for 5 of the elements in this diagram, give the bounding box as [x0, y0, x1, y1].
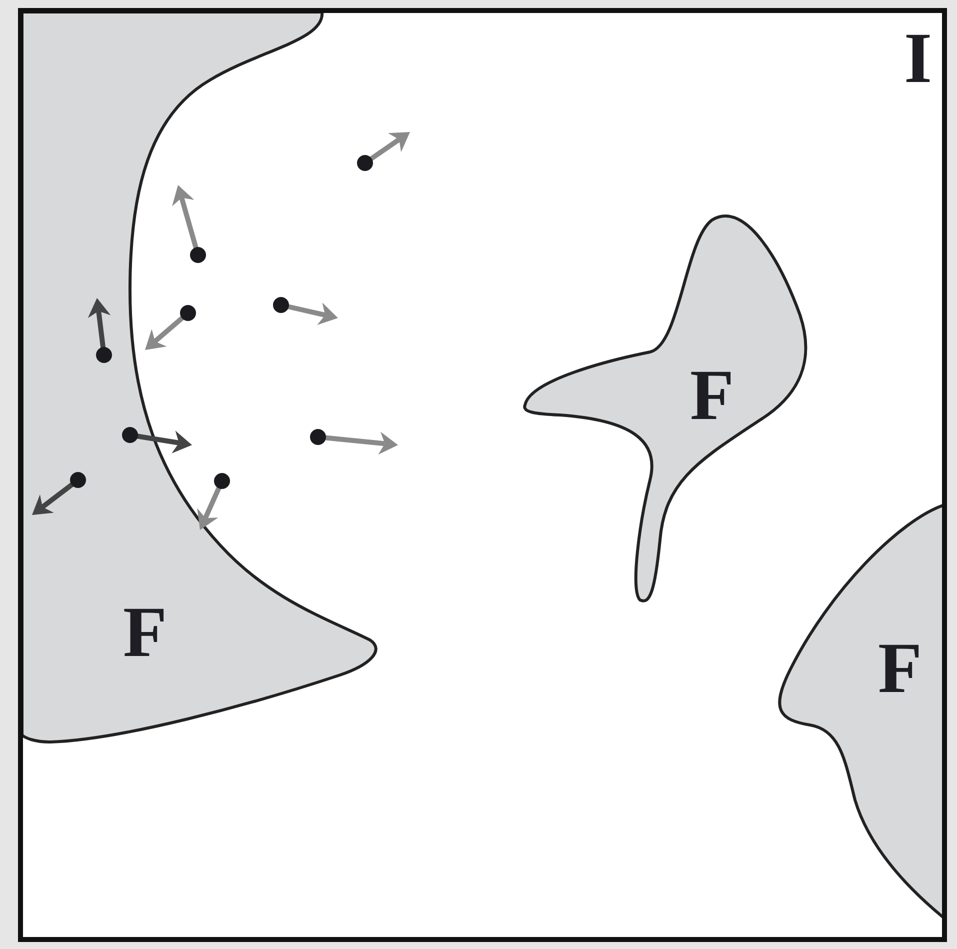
region-label: F: [690, 359, 734, 431]
region-label: I: [904, 22, 932, 94]
region-label: F: [878, 632, 922, 704]
region-frame: [18, 8, 947, 942]
region-label: F: [123, 596, 167, 668]
